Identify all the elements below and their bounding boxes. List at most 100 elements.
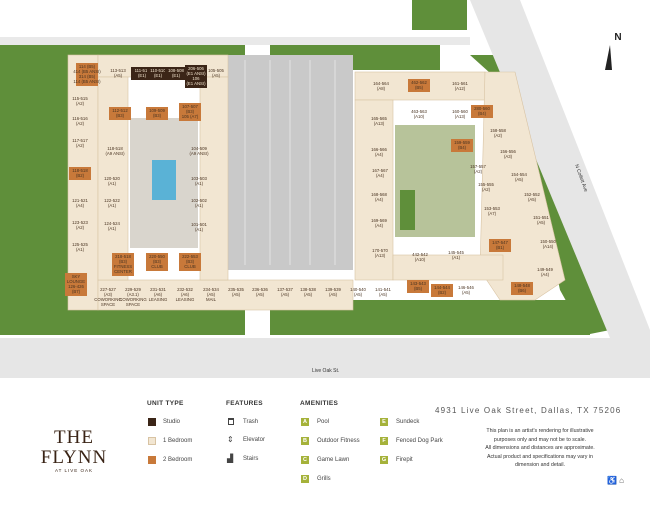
unit-label-line: (B2) xyxy=(76,173,85,178)
unit-label-line: LOUNGE xyxy=(67,279,85,284)
unit-13: 123-523(A2) xyxy=(72,220,88,230)
amenity-label: Firepit xyxy=(396,457,413,463)
parking-lot xyxy=(228,55,353,270)
unit-label-line: (E1) xyxy=(154,73,163,78)
unit-55: 156-556(A3) xyxy=(500,149,516,159)
trash-icon xyxy=(228,418,234,425)
unit-8: 115-515(A2) xyxy=(72,96,88,106)
unit-33: 232-532(A6)LEASING xyxy=(176,287,195,302)
unit-label-line: 145-545 xyxy=(448,250,464,255)
unit-label-line: (A2) xyxy=(494,133,503,138)
unit-label-line: (B3) xyxy=(119,259,128,264)
unit-label-line: 125-525 xyxy=(72,242,88,247)
unit-label-line: (A5) xyxy=(528,197,537,202)
unit-58: 154-554(A5) xyxy=(511,172,527,182)
unit-18: 118-518(A9 ANSI) xyxy=(105,146,125,156)
unit-38: 138-538(A5) xyxy=(300,287,316,297)
unit-label-line: (A5) xyxy=(114,73,123,78)
unit-type-swatch xyxy=(148,418,156,426)
unit-label-line: COWORKING xyxy=(94,297,122,302)
unit-41: 141-541(A5) xyxy=(375,287,391,297)
unit-label-line: 148-548 xyxy=(514,283,530,288)
unit-label-line: CLUB xyxy=(184,264,196,269)
unit-62: 153-553(A7) xyxy=(484,206,500,216)
unit-65: 169-569(A4) xyxy=(371,218,387,228)
unit-block xyxy=(147,67,169,80)
unit-label-line: (E1) xyxy=(172,73,181,78)
unit-label-line: (A2) xyxy=(474,169,483,174)
north-drive xyxy=(0,37,470,45)
unit-label-line: 164-564 xyxy=(373,81,389,86)
unit-label-line: (A5) xyxy=(537,220,546,225)
unit-56: 166-566(A4) xyxy=(371,147,387,157)
amenity-key-badge: E xyxy=(380,418,388,426)
unit-label-line: 122-522 xyxy=(104,198,120,203)
unit-block xyxy=(179,253,201,271)
unit-47: 462-562(B5) xyxy=(408,79,430,92)
unit-label-line: 114 (B5 ANSI) xyxy=(73,79,101,84)
pool xyxy=(152,160,176,200)
unit-label-line: 140-540 xyxy=(350,287,366,292)
unit-label-line: 117-517 xyxy=(72,138,88,143)
unit-label-line: 144-544 xyxy=(434,285,450,290)
unit-71: 149-549(A4) xyxy=(537,267,553,277)
unit-20: 120-520(A1) xyxy=(104,176,120,186)
unit-42: 143-543(B5) xyxy=(407,280,429,293)
unit-block xyxy=(109,107,131,120)
amenity-label: Fenced Dog Park xyxy=(396,438,443,444)
unit-label-line: 463-563 xyxy=(411,109,427,114)
amenity-label: Game Lawn xyxy=(317,457,350,463)
unit-36: 236-536(A5) xyxy=(252,287,268,297)
amenities-title: AMENITIES xyxy=(300,400,339,407)
lawn-top-right xyxy=(412,0,467,30)
amenity-key-badge: B xyxy=(301,437,309,445)
unit-54: 159-559(B4) xyxy=(451,139,473,152)
unit-label-line: 156-556 xyxy=(500,149,516,154)
unit-block xyxy=(407,280,429,293)
unit-block xyxy=(146,253,168,271)
unit-label-line: (A13) xyxy=(375,253,386,258)
unit-label-line: 161-561 xyxy=(452,81,468,86)
unit-label-line: (A5) xyxy=(281,292,290,297)
unit-label-line: 314 (B5) xyxy=(79,74,96,79)
unit-label-line: 110-510 xyxy=(150,68,166,73)
unit-type-swatch xyxy=(148,456,156,464)
unit-block xyxy=(489,239,511,252)
svg-text:N: N xyxy=(614,32,621,43)
unit-label-line: (A5) xyxy=(304,292,313,297)
unit-9: 116-516(A2) xyxy=(72,116,88,126)
unit-label-line: (B5) xyxy=(415,85,424,90)
unit-23: 102-502(A1) xyxy=(191,198,207,208)
amenity-key-badge: D xyxy=(301,475,309,483)
unit-43: 144-544(B2) xyxy=(431,284,453,297)
unit-11: 118-518(B2) xyxy=(69,167,91,180)
unit-label-line: (A12) xyxy=(455,86,466,91)
unit-label-line: (A5) xyxy=(379,292,388,297)
unit-label-line: 165-565 xyxy=(371,116,387,121)
unit-label-line: (A1) xyxy=(195,181,204,186)
unit-label-line: 220-550 xyxy=(149,254,165,259)
unit-46: 164-564(A8) xyxy=(373,81,389,91)
unit-type-label: 1 Bedroom xyxy=(163,438,193,444)
unit-16: 109-509(B3) xyxy=(146,107,168,120)
unit-5: 108-508(E1) xyxy=(165,67,187,80)
unit-label-line: 169-569 xyxy=(371,218,387,223)
unit-15: 112-512(B3) xyxy=(109,107,131,120)
unit-label-line: CENTER xyxy=(114,269,132,274)
unit-block xyxy=(165,67,187,80)
unit-label-line: 111-511 xyxy=(135,68,150,73)
unit-label-line: (B6) xyxy=(518,288,527,293)
unit-61: 152-552(A5) xyxy=(524,192,540,202)
unit-label-line: 166-566 xyxy=(371,147,387,152)
unit-label-line: (A6) xyxy=(154,292,163,297)
unit-label-line: 105-505 xyxy=(208,68,224,73)
unit-label-line: (B5) xyxy=(414,286,423,291)
unit-37: 137-537(A5) xyxy=(277,287,293,297)
unit-label-line: 116-516 xyxy=(72,116,88,121)
unit-64: 151-551(A5) xyxy=(533,215,549,225)
unit-label-line: (A5) xyxy=(354,292,363,297)
